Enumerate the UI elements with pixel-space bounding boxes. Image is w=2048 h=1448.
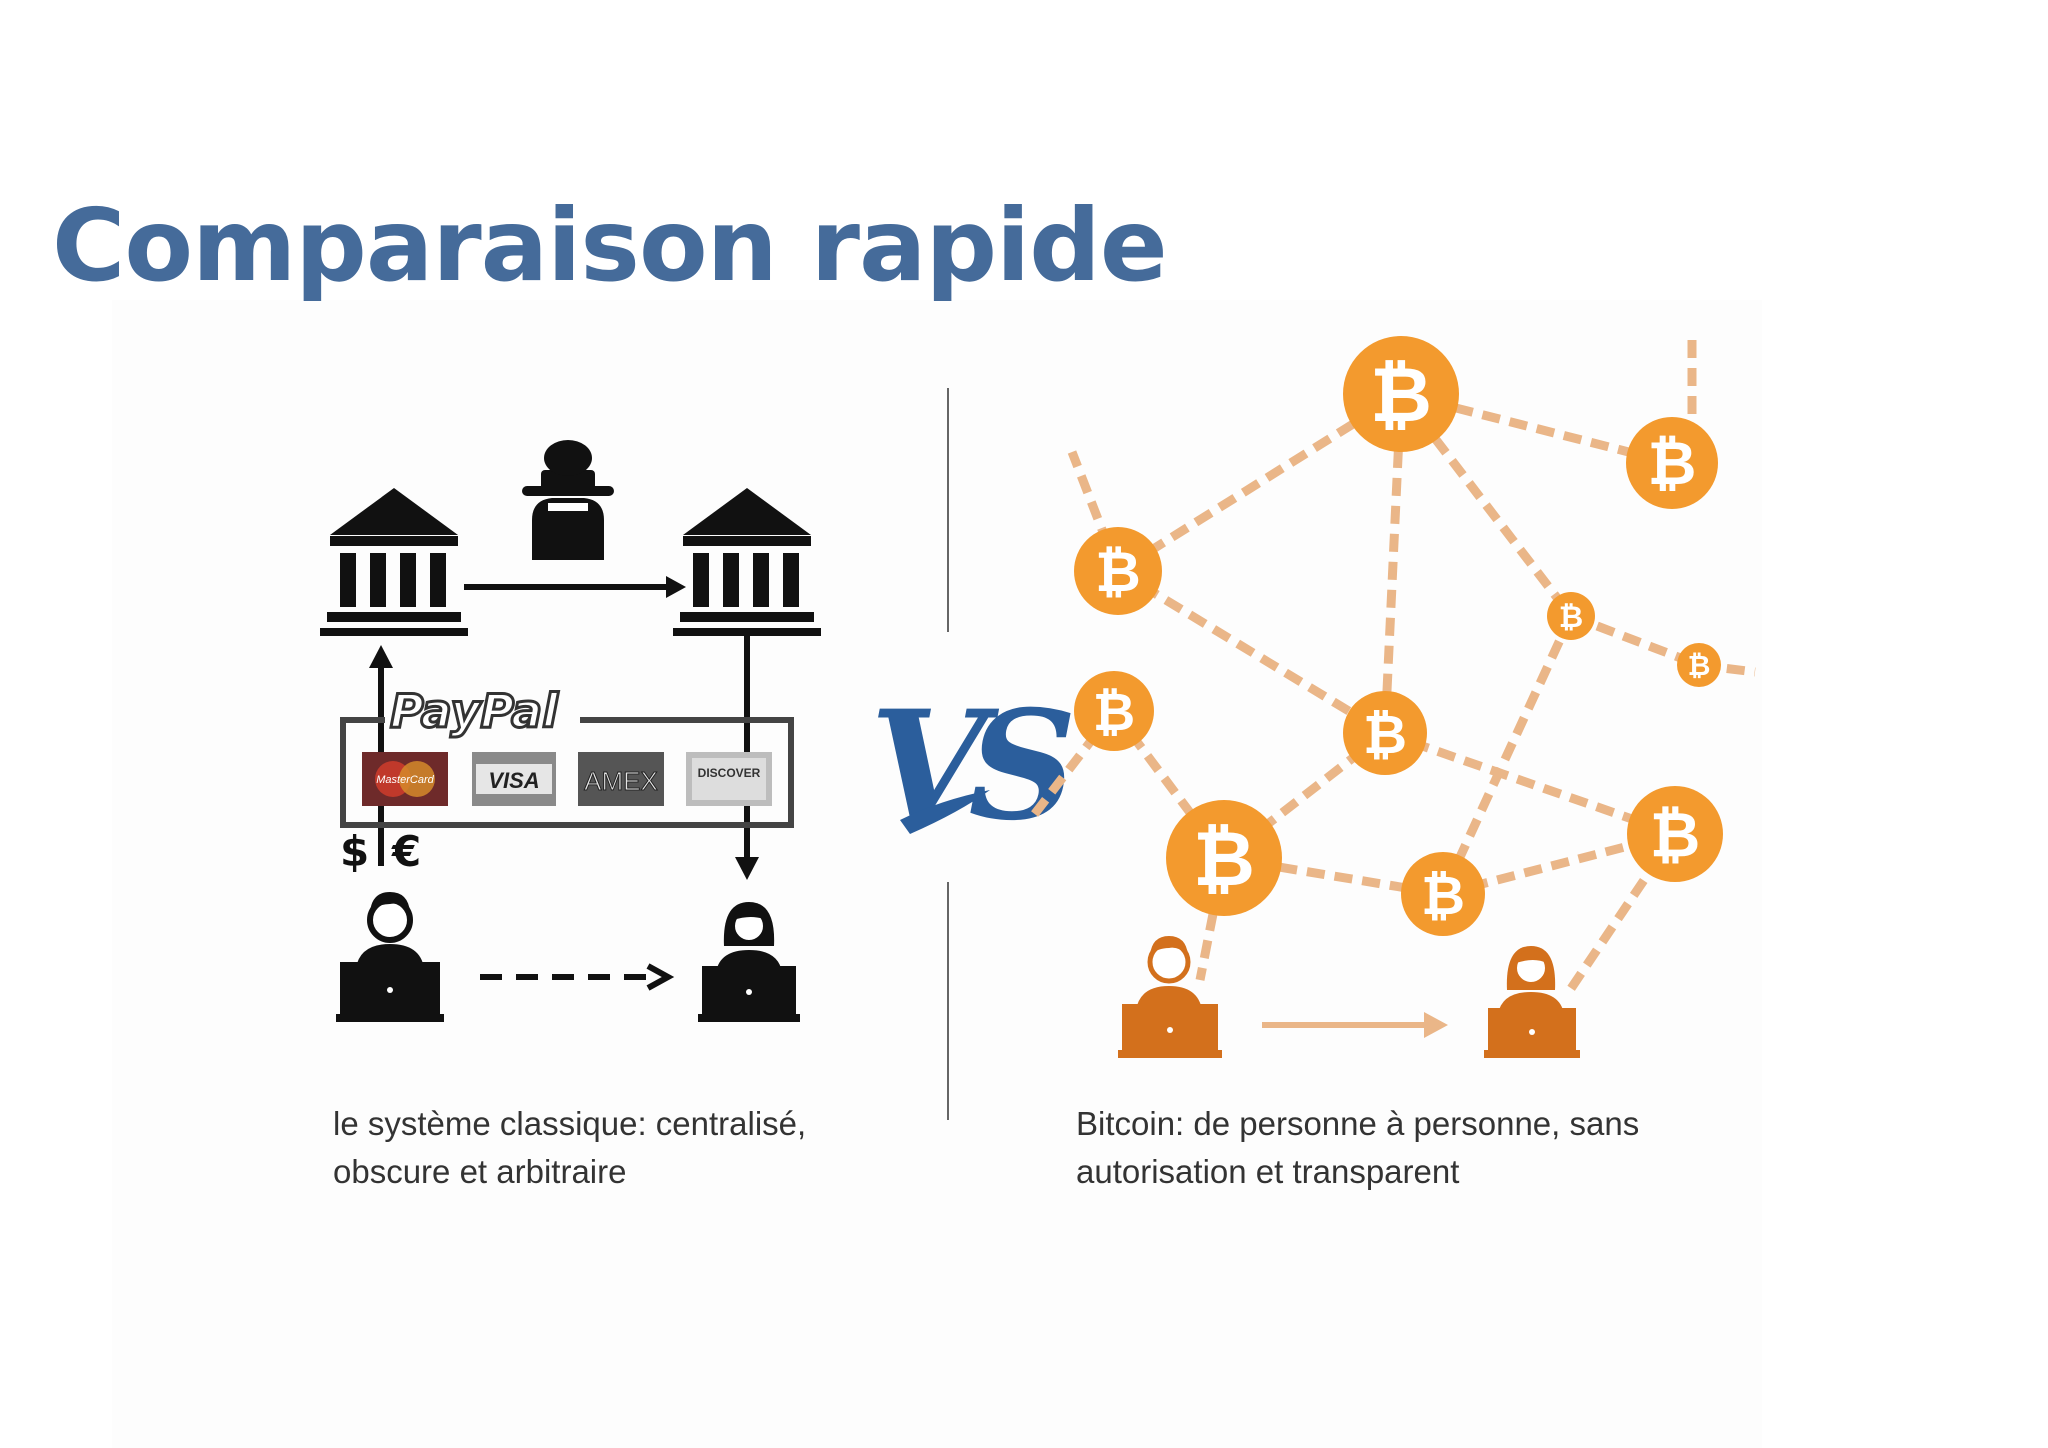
spy-icon [522,440,614,560]
illustration-panel [112,300,1762,1448]
bitcoin-caption-line-2: autorisation et transparent [1076,1153,1460,1190]
svg-text:DISCOVER: DISCOVER [698,766,761,780]
classic-caption-line-2: obscure et arbitraire [333,1153,627,1190]
bitcoin-node: ₿ [1677,643,1721,687]
svg-text:₿: ₿ [1095,540,1141,605]
svg-text:₿: ₿ [1093,683,1135,743]
bank-transfer-arrow [464,576,686,598]
bitcoin-node: ₿ [1343,691,1427,775]
page-title: Comparaison rapide [52,187,1168,304]
svg-text:₿: ₿ [1363,703,1407,766]
bank-right-icon [673,488,821,636]
svg-text:₿: ₿ [1421,864,1465,927]
bitcoin-node: ₿ [1547,592,1595,640]
svg-text:₿: ₿ [1688,649,1711,682]
bitcoin-network-diagram: ₿ ₿ ₿ ₿ ₿ ₿ ₿ ₿ [1026,336,1756,1058]
svg-text:AMEX: AMEX [584,766,658,796]
svg-text:₿: ₿ [1370,350,1432,439]
bitcoin-caption-line-1: Bitcoin: de personne à personne, sans [1076,1105,1640,1142]
svg-text:MasterCard: MasterCard [376,774,434,786]
bitcoin-caption: Bitcoin: de personne à personne, sans au… [1076,1100,1696,1196]
direct-payment-dashed-arrow [480,963,675,991]
bitcoin-node: ₿ [1401,852,1485,936]
bitcoin-node: ₿ [1166,800,1282,916]
sender-user-icon [336,892,444,1022]
bitcoin-node: ₿ [1627,786,1723,882]
svg-text:₿: ₿ [1559,600,1583,635]
card-discover: DISCOVER [686,752,772,806]
paypal-logo: PayPal [390,684,559,738]
currency-dollar: $ [340,827,369,876]
vs-logo: VS [870,678,1089,854]
bitcoin-node: ₿ [1343,336,1459,452]
classic-caption-line-1: le système classique: centralisé, [333,1105,807,1142]
p2p-payment-arrow [1262,1012,1448,1038]
card-visa: VISA [472,752,556,806]
currency-euro: € [391,827,421,876]
card-amex: AMEX [578,752,664,806]
bitcoin-node: ₿ [1626,417,1718,509]
recipient-user-icon [698,902,800,1022]
bitcoin-sender-user-icon [1118,936,1222,1058]
svg-text:VISA: VISA [488,768,539,793]
classic-system-caption: le système classique: centralisé, obscur… [333,1100,893,1196]
payment-processor-box: PayPal [340,683,794,828]
classic-system-diagram: PayPal MasterCard VISA AMEX DISCOVER $ € [320,440,821,1022]
bitcoin-recipient-user-icon [1484,946,1580,1058]
bitcoin-node: ₿ [1074,527,1162,615]
svg-text:₿: ₿ [1650,798,1701,871]
card-mastercard: MasterCard [362,752,448,806]
bank-left-icon [320,488,468,636]
svg-text:₿: ₿ [1648,429,1697,499]
svg-text:₿: ₿ [1193,814,1255,903]
bitcoin-node: ₿ [1074,671,1154,751]
svg-text:VS: VS [870,678,1071,854]
